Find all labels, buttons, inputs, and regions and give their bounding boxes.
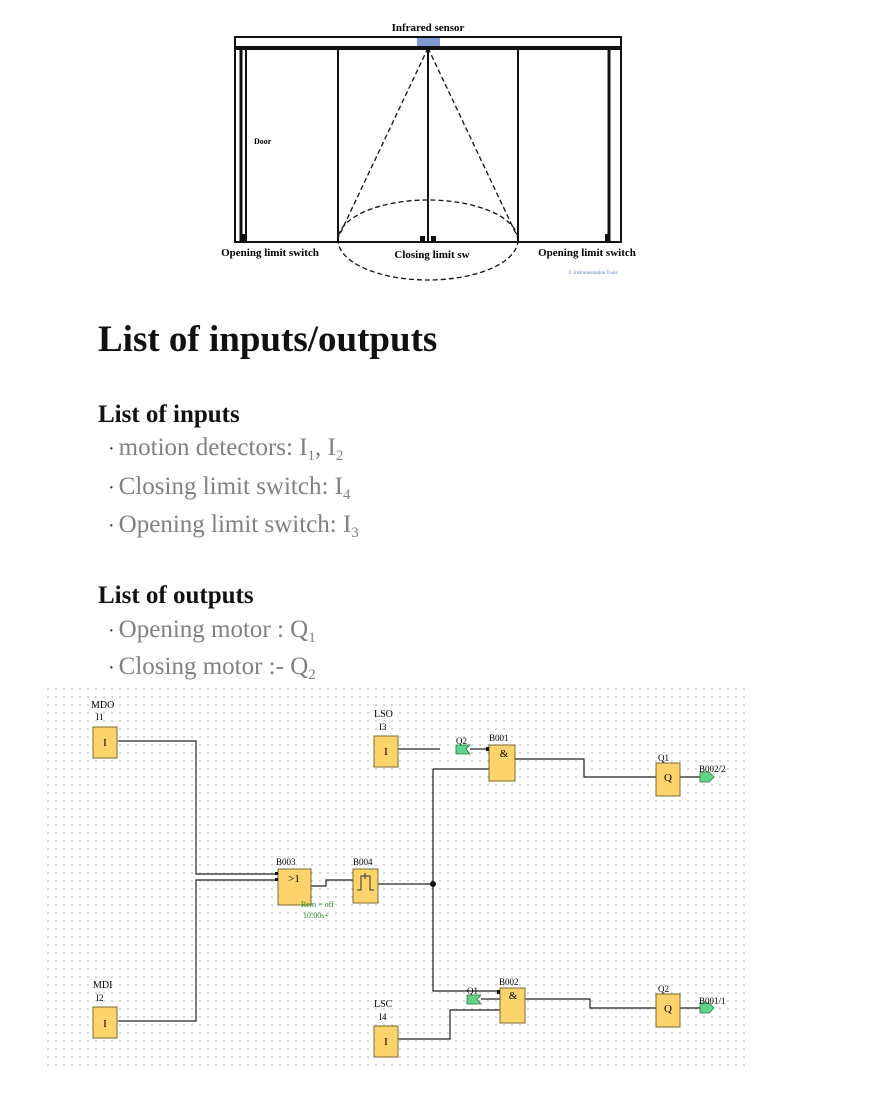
q2-id: Q2 [658, 984, 669, 994]
bullet: · [108, 620, 115, 642]
input-item-closing: ·Closing limit switch: I4 [108, 473, 351, 503]
lso-symbol: I [384, 746, 388, 758]
door-label: Door [254, 137, 272, 146]
logic-diagram: MDO I1 I MDI I2 I LSO I3 I LSC I4 I B003… [47, 688, 750, 1072]
q1-ref: B002/2 [699, 764, 726, 774]
mdo-input-block: MDO I1 I [91, 700, 118, 759]
wires [118, 740, 700, 1040]
right-opening-switch-label: Opening limit switch [538, 247, 636, 259]
mdi-symbol: I [103, 1018, 107, 1030]
q2-flag-label: Q2 [456, 736, 467, 746]
bullet: · [108, 515, 115, 537]
output-item-closing: ·Closing motor :- Q2 [108, 653, 316, 683]
input-item-opening: ·Opening limit switch: I3 [108, 511, 359, 541]
input-item-motion: ·motion detectors: I1, I2 [108, 434, 344, 464]
mdi-input-block: MDI I2 I [92, 980, 118, 1039]
mdo-id: I1 [96, 712, 104, 722]
infrared-sensor [417, 37, 440, 46]
lsc-name: LSC [374, 999, 393, 1010]
lsc-symbol: I [384, 1036, 388, 1048]
detection-zone [337, 199, 519, 281]
bullet: · [108, 477, 115, 499]
lsc-input-block: LSC I4 I [373, 999, 399, 1058]
b004-id: B004 [353, 857, 373, 867]
lsc-id: I4 [379, 1012, 387, 1022]
inputs-title: List of inputs [98, 401, 240, 428]
b001-id: B001 [489, 733, 509, 743]
outputs-title: List of outputs [98, 582, 254, 609]
lso-id: I3 [379, 722, 387, 732]
left-limit-switch [240, 234, 245, 241]
q1-symbol: Q [664, 772, 672, 784]
bullet: · [108, 438, 115, 460]
q2-flag: Q2 [455, 736, 471, 755]
q1-flag: Q1 [466, 986, 482, 1005]
credit-text: © Instrumentation Tools [569, 270, 618, 276]
b003-symbol: >1 [288, 873, 300, 885]
closing-switch-label: Closing limit sw [394, 249, 469, 261]
q1-flag-label: Q1 [467, 986, 478, 996]
mdi-id: I2 [96, 993, 104, 1003]
b003-or-block: B003 >1 [275, 857, 312, 906]
mdi-name: MDI [93, 980, 112, 991]
lso-input-block: LSO I3 I [373, 709, 399, 768]
right-limit-switch [605, 234, 610, 241]
b004-remark2: 10:00s+ [303, 911, 329, 920]
door-diagram: Infrared sensor Door Opening limit switc… [221, 22, 636, 281]
bullet: · [108, 657, 115, 679]
infrared-sensor-label: Infrared sensor [392, 22, 465, 34]
closing-limit-switch-left [420, 236, 425, 242]
closing-limit-switch-right [431, 236, 436, 242]
q1-output-block: Q1 Q B002/2 [655, 753, 726, 797]
b003-id: B003 [276, 857, 296, 867]
b001-symbol: & [500, 748, 509, 760]
b002-and-block: B002 & [497, 977, 526, 1024]
mdo-symbol: I [103, 737, 107, 749]
b004-remark1: Rem = off [301, 900, 334, 909]
q1-connector-icon [699, 771, 715, 783]
q2-connector-icon [699, 1002, 715, 1014]
junction-dot [430, 881, 436, 887]
b002-symbol: & [509, 990, 518, 1002]
q1-id: Q1 [658, 753, 669, 763]
b004-timer-block: B004 Rem = off 10:00s+ [301, 857, 379, 920]
q2-ref: B001/1 [699, 996, 726, 1006]
q2-symbol: Q [664, 1003, 672, 1015]
lso-name: LSO [374, 709, 393, 720]
io-list-title: List of inputs/outputs [98, 319, 438, 360]
q2-output-block: Q2 Q B001/1 [655, 984, 726, 1028]
left-opening-switch-label: Opening limit switch [221, 247, 319, 259]
b002-id: B002 [499, 977, 519, 987]
b001-and-block: B001 & [486, 733, 516, 782]
output-item-opening: ·Opening motor : Q1 [108, 616, 316, 646]
mdo-name: MDO [91, 700, 114, 711]
